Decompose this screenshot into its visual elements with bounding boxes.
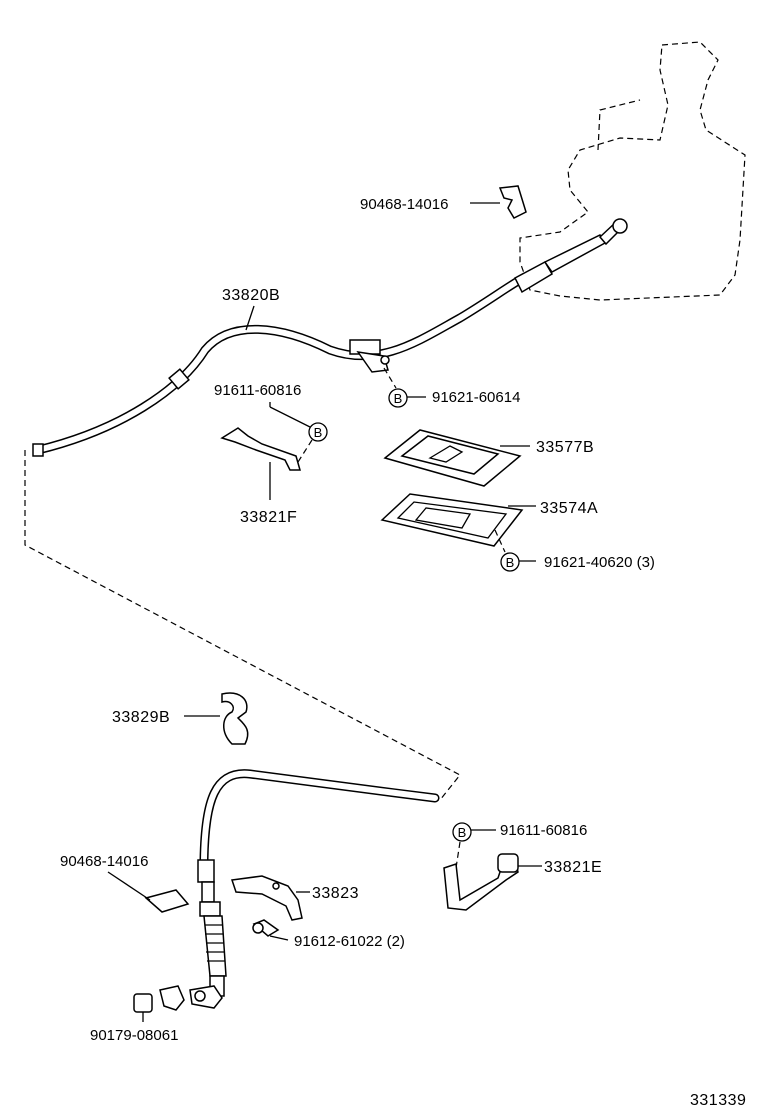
label-90468-14016-bottom: 90468-14016 bbox=[60, 853, 148, 870]
label-91621-40620: 91621-40620 (3) bbox=[544, 554, 655, 571]
bolt-91621-60614: B bbox=[383, 367, 426, 408]
shift-cable-upper bbox=[32, 218, 628, 457]
label-91612-61022: 91612-61022 (2) bbox=[294, 933, 405, 950]
callout-b-4: B bbox=[458, 825, 467, 840]
cable-continuation-line bbox=[24, 450, 461, 801]
label-33821F: 33821F bbox=[240, 509, 297, 526]
shift-lever-housing bbox=[519, 41, 746, 301]
label-33577B: 33577B bbox=[536, 439, 594, 456]
label-91621-60614: 91621-60614 bbox=[432, 389, 520, 406]
label-91611-60816-bottom: 91611-60816 bbox=[500, 822, 587, 839]
label-33574A: 33574A bbox=[540, 500, 598, 517]
label-33821E: 33821E bbox=[544, 859, 602, 876]
label-91611-60816-top: 91611-60816 bbox=[214, 382, 301, 399]
bracket-33821E: B bbox=[443, 822, 542, 911]
callout-b-3: B bbox=[506, 555, 515, 570]
boot-33577B bbox=[383, 429, 530, 487]
clip-90468-bottom bbox=[107, 871, 190, 913]
callout-b-1: B bbox=[394, 391, 403, 406]
shift-cable-lower bbox=[197, 769, 440, 997]
plate-33574A: B bbox=[380, 493, 536, 572]
bolt-91612-61022 bbox=[252, 919, 289, 941]
bracket-33821F: B bbox=[220, 402, 328, 500]
bushing-90179-08061 bbox=[133, 985, 223, 1022]
label-33823: 33823 bbox=[312, 885, 359, 902]
callout-b-2: B bbox=[314, 425, 323, 440]
label-33829B: 33829B bbox=[112, 709, 170, 726]
label-90179-08061: 90179-08061 bbox=[90, 1027, 178, 1044]
clip-90468-top bbox=[470, 185, 527, 219]
bracket-33823 bbox=[231, 875, 310, 921]
label-90468-14016-top: 90468-14016 bbox=[360, 196, 448, 213]
diagram-number: 331339 bbox=[690, 1092, 746, 1109]
label-33820B: 33820B bbox=[222, 287, 280, 304]
retainer-33829B bbox=[184, 692, 249, 745]
